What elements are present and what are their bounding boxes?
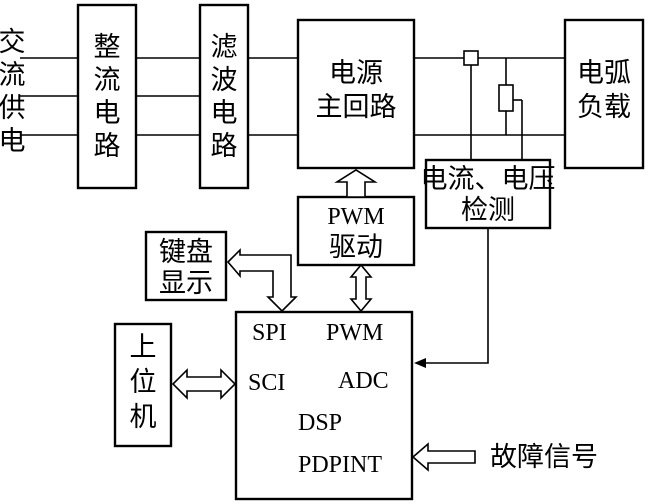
dsp-adc-port: ADC xyxy=(338,368,389,394)
svg-text:位: 位 xyxy=(130,367,157,398)
svg-text:主回路: 主回路 xyxy=(316,92,397,123)
power-main-circuit-box xyxy=(296,18,416,170)
host-computer-box xyxy=(113,322,173,448)
dsp-spi-port: SPI xyxy=(252,320,287,346)
fault-signal-arrow xyxy=(411,442,476,472)
svg-text:显示: 显示 xyxy=(159,268,213,299)
arc-load-label: 电弧 负载 xyxy=(577,58,631,123)
svg-text:交: 交 xyxy=(0,27,26,58)
keyboard-display-label: 键盘 显示 xyxy=(159,237,213,299)
detection-label: 电流、电压 检测 xyxy=(421,164,556,226)
keyboard-spi-arrow xyxy=(226,248,298,313)
svg-text:流: 流 xyxy=(94,65,121,96)
dsp-sci-port: SCI xyxy=(248,370,285,396)
dsp-pwm-port: PWM xyxy=(326,320,383,346)
dsp-name: DSP xyxy=(298,410,342,436)
svg-text:机: 机 xyxy=(130,402,157,433)
svg-text:电: 电 xyxy=(211,98,238,129)
host-computer-label: 上 位 机 xyxy=(130,332,157,433)
voltage-divider-resistor xyxy=(498,58,523,160)
rectifier-label: 整 流 电 路 xyxy=(94,32,121,162)
svg-text:路: 路 xyxy=(211,131,238,162)
svg-text:电源: 电源 xyxy=(329,58,383,89)
svg-text:电: 电 xyxy=(0,126,26,157)
current-sensor xyxy=(463,50,479,160)
driver-to-power-arrow xyxy=(334,169,378,198)
power-main-label: 电源 主回路 xyxy=(316,58,397,123)
dsp-box xyxy=(234,310,414,501)
svg-text:波: 波 xyxy=(211,65,238,96)
svg-text:供: 供 xyxy=(0,93,26,124)
keyboard-display-box xyxy=(144,230,228,302)
filter-label: 滤 波 电 路 xyxy=(211,32,238,162)
pwm-driver-label: PWM 驱动 xyxy=(327,204,384,263)
dc-bus-lines xyxy=(248,57,298,136)
svg-text:电: 电 xyxy=(94,98,121,129)
svg-text:上: 上 xyxy=(130,332,157,363)
host-sci-double-arrow xyxy=(171,368,237,400)
svg-text:路: 路 xyxy=(94,131,121,162)
filter-box xyxy=(198,3,250,190)
svg-text:整: 整 xyxy=(94,32,121,63)
dsp-driver-double-arrow xyxy=(349,263,373,313)
output-lines xyxy=(414,57,565,136)
arc-load-box xyxy=(563,18,645,170)
dsp-pdpint-port: PDPINT xyxy=(298,452,382,478)
dsp-labels: SPI PWM SCI ADC DSP PDPINT xyxy=(248,320,389,478)
svg-text:流: 流 xyxy=(0,60,26,91)
fault-signal-label: 故障信号 xyxy=(490,442,598,473)
ac-input-label: 交 流 供 电 xyxy=(0,27,26,157)
pwm-driver-box xyxy=(296,195,416,267)
svg-text:负载: 负载 xyxy=(577,92,631,123)
svg-text:电流、电压: 电流、电压 xyxy=(421,164,556,195)
svg-text:驱动: 驱动 xyxy=(329,232,383,263)
svg-text:滤: 滤 xyxy=(211,32,238,63)
svg-text:PWM: PWM xyxy=(327,204,384,230)
svg-text:电弧: 电弧 xyxy=(577,58,631,89)
svg-text:键盘: 键盘 xyxy=(159,237,213,268)
svg-text:检测: 检测 xyxy=(461,195,515,226)
rectifier-box xyxy=(76,3,138,190)
detection-to-adc-line xyxy=(414,228,489,368)
